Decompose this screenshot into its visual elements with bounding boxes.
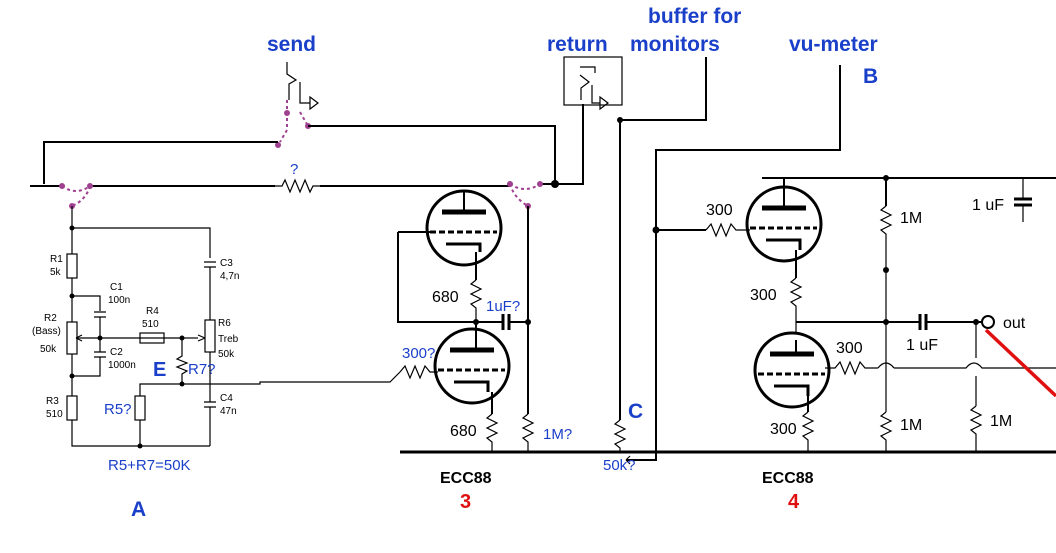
junction-dot (69, 225, 75, 231)
c4-label: C4 (220, 393, 233, 404)
vu-meter-label: vu-meter (789, 33, 878, 56)
tube3-lower (433, 322, 511, 414)
stage4-1m-top (879, 178, 893, 412)
r5-r7-sum-label: R5+R7=50K (108, 457, 191, 474)
tube4-grid-resistor-top-label: 300 (706, 202, 733, 219)
c4-value: 47n (220, 406, 237, 417)
r4-label: R4 (146, 306, 159, 317)
junction-dot (137, 443, 143, 449)
input-switch (59, 183, 93, 209)
point-a-label: A (131, 498, 146, 521)
tube4-cathode-resistor-label: 300 (770, 421, 797, 438)
send-switch (275, 100, 311, 148)
series-resistor (275, 178, 320, 194)
tube4-mid-resistor-label: 300 (750, 287, 777, 304)
c2-label: C2 (110, 347, 123, 358)
r7-label: R7? (188, 361, 216, 378)
grid-resistor-300 (399, 364, 438, 380)
send-label: send (267, 33, 316, 56)
coupling-cap-1uf (476, 314, 528, 330)
tube4-number-label: 4 (788, 491, 800, 513)
junction-dot (179, 335, 185, 341)
c2-value: 1000n (108, 360, 136, 371)
plate-resistor-label: 680 (432, 289, 459, 306)
stage4-cap-top (1014, 178, 1032, 222)
buffer-label-line2: monitors (630, 33, 720, 56)
grid-leak-1m (521, 206, 535, 452)
r1-label: R1 (50, 254, 63, 265)
r2-label: R2 (44, 313, 57, 324)
signal-wires (30, 57, 841, 461)
r6-value: 50k (218, 349, 235, 360)
cathode-resistor-680 (485, 413, 499, 452)
r1-value: 5k (50, 267, 62, 278)
tube4-mid-resistor (789, 277, 803, 340)
send-jack (286, 62, 319, 111)
stage4-1m-b (969, 405, 983, 452)
r4-value: 510 (142, 319, 159, 330)
tube4-upper (745, 178, 823, 278)
grid-resistor-label: 300? (402, 345, 435, 362)
coupling-cap-label: 1uF? (486, 298, 520, 315)
stage4-1m-a (879, 411, 893, 452)
r5-label: R5? (104, 401, 132, 418)
c1-value: 100n (108, 295, 130, 306)
r3-value: 510 (46, 409, 63, 420)
stage4-1m-top-label: 1M (900, 210, 922, 227)
junction-dot (69, 373, 75, 379)
tube4-grid-resistor-bottom-label: 300 (836, 340, 863, 357)
r3-label: R3 (46, 396, 59, 407)
tube4-grid-resistor-top (656, 222, 750, 238)
pot-label: 50k? (603, 457, 636, 474)
point-c-label: C (628, 400, 643, 423)
point-e-label: E (153, 359, 166, 381)
out-terminal (981, 315, 995, 329)
tube3-type-label: ECC88 (440, 470, 492, 487)
stage4-1m-a-label: 1M (900, 417, 922, 434)
buffer-label-line1: buffer for (648, 5, 741, 28)
junction-dot (97, 335, 103, 341)
r6-name: Treb (218, 334, 239, 345)
junction-dot (883, 175, 889, 181)
point-b-label: B (863, 65, 878, 88)
out-label: out (1003, 315, 1026, 332)
c1-label: C1 (110, 282, 123, 293)
stage4-cap-out (912, 314, 982, 330)
return-jack (563, 56, 623, 111)
stage4-cap-out-label: 1 uF (906, 337, 938, 354)
stage4-1m-b-label: 1M (990, 413, 1012, 430)
r2-value: 50k (40, 344, 57, 355)
tube3-number-label: 3 (460, 491, 471, 513)
plate-resistor-680 (469, 279, 483, 322)
grid-leak-label: 1M? (543, 426, 572, 443)
r2-name: (Bass) (32, 326, 61, 337)
cathode-resistor-label: 680 (450, 423, 477, 440)
stage4-cap-top-label: 1 uF (972, 197, 1004, 214)
junction-dot (69, 293, 75, 299)
tube4-cathode-resistor (801, 411, 815, 452)
junction-dot (551, 180, 559, 188)
tube4-type-label: ECC88 (762, 470, 814, 487)
series-resistor-label: ? (290, 161, 298, 178)
tone-stack (66, 206, 401, 447)
return-label: return (547, 33, 608, 56)
junction-dot (617, 117, 623, 123)
junction-dot (652, 226, 660, 234)
output-lead (984, 328, 1056, 398)
output-switch (507, 181, 543, 209)
junction-dot (179, 381, 185, 387)
tube3-upper (397, 189, 503, 323)
r6-label: R6 (218, 318, 231, 329)
junction-dot (883, 267, 889, 273)
c3-value: 4,7n (220, 271, 239, 282)
pot-50k (613, 419, 631, 465)
tube4-lower (753, 331, 831, 412)
c3-label: C3 (220, 258, 233, 269)
